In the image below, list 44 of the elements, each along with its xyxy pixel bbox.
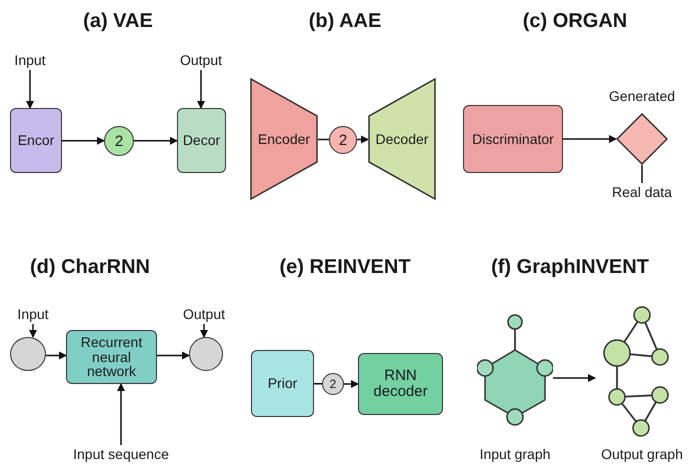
panel-title: (d) CharRNN: [30, 256, 150, 279]
node-label: Decoder: [374, 131, 430, 147]
encoder-box: Encor: [10, 108, 62, 173]
arrow: [157, 352, 190, 360]
latent-circle: 2: [329, 126, 357, 154]
arrow: [197, 70, 205, 109]
arrow: [46, 352, 67, 360]
connector-line: [314, 383, 322, 384]
arrow: [26, 70, 34, 109]
arrow: [29, 324, 37, 338]
node-label: Output: [182, 306, 226, 322]
decoder-box: RNN decoder: [358, 353, 443, 415]
node-label: Input: [17, 306, 49, 322]
arrow: [563, 135, 617, 143]
discriminator-box: Discriminator: [463, 105, 563, 173]
prior-box: Prior: [251, 350, 314, 417]
latent-circle: 2: [104, 126, 134, 156]
connector-line: [318, 138, 329, 140]
panel-title: (e) REINVENT: [279, 256, 411, 279]
arrow: [553, 374, 596, 382]
state-circle: [189, 337, 223, 371]
state-circle: [10, 337, 46, 371]
connector-line: [641, 165, 643, 183]
arrow: [200, 324, 208, 338]
arrow: [62, 136, 105, 145]
panel-title: (b) AAE: [308, 10, 382, 33]
node-caption: Generated: [608, 88, 676, 104]
node-label: Encoder: [256, 131, 312, 147]
node-caption: Input graph: [480, 446, 550, 462]
latent-circle: 2: [322, 373, 344, 395]
panel-title: (f) GraphINVENT: [491, 256, 649, 279]
arrow: [134, 136, 178, 145]
arrow: [357, 136, 369, 144]
panel-title: (a) VAE: [83, 10, 153, 33]
node-label: Input: [14, 52, 46, 68]
rnn-box: Recurrent neural network: [66, 330, 157, 384]
arrow: [344, 380, 359, 388]
node-caption: Output graph: [601, 446, 683, 462]
node-label: Output: [180, 52, 222, 68]
decoder-box: Decor: [177, 108, 226, 173]
arrow: [117, 383, 125, 445]
node-label: Real data: [612, 184, 672, 200]
node-label: Input sequence: [73, 446, 169, 462]
panel-title: (c) ORGAN: [522, 10, 628, 33]
